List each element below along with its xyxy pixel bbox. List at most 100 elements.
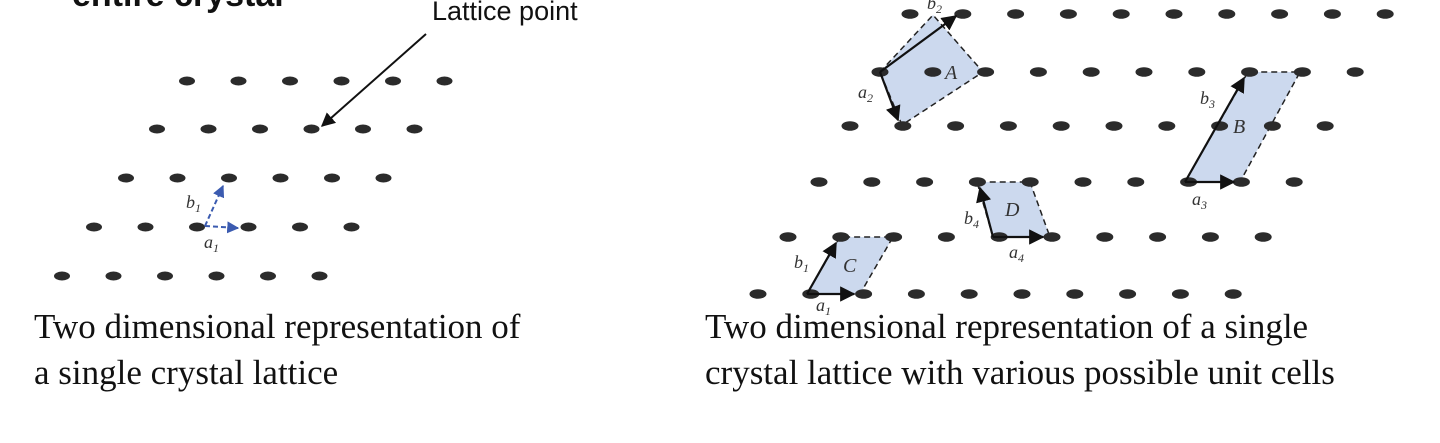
lattice-dot	[1165, 9, 1183, 19]
lattice-dot	[355, 124, 371, 134]
left-caption-line-1: Two dimensional representation of	[34, 307, 521, 346]
cell-c-vector-b	[806, 241, 837, 295]
lattice-dot	[894, 121, 912, 131]
lattice-dot	[885, 232, 903, 242]
lattice-dot	[1376, 9, 1394, 19]
cell-d-label: D	[1004, 199, 1020, 221]
lattice-dot	[54, 271, 70, 281]
lattice-dot	[1119, 289, 1137, 299]
lattice-dot	[179, 76, 195, 86]
lattice-dot	[749, 289, 767, 299]
lattice-dot	[200, 124, 217, 134]
vector-a1-label: a1	[204, 232, 219, 255]
lattice-dot	[1241, 67, 1259, 77]
right-lattice-dots	[749, 9, 1394, 299]
lattice-dot	[406, 124, 423, 134]
lattice-dot	[1201, 232, 1219, 242]
lattice-dot	[1346, 67, 1364, 77]
lattice-dot	[1224, 289, 1242, 299]
lattice-dot	[1171, 289, 1189, 299]
lattice-dot	[149, 124, 165, 134]
lattice-dot	[1112, 9, 1130, 19]
cell-a-vector-a	[878, 71, 901, 122]
cell-a-vec-a-label: a2	[858, 82, 873, 105]
lattice-dot	[86, 222, 102, 232]
lattice-dot	[1323, 9, 1341, 19]
lattice-dot	[916, 177, 934, 187]
lattice-dot	[907, 289, 925, 299]
lattice-dot	[260, 271, 276, 281]
right-lattice-panel: A B C D b2 a2 b3 a3 b1 a1 b4 a4	[749, 0, 1394, 318]
lattice-dot	[169, 173, 186, 183]
lattice-dot	[954, 9, 972, 19]
right-caption-line-1: Two dimensional representation of a sing…	[705, 307, 1309, 346]
lattice-dot	[968, 177, 986, 187]
cell-c-vec-a-label: a1	[816, 295, 831, 318]
lattice-dot	[385, 76, 401, 86]
lattice-dot	[324, 173, 340, 183]
cell-c-label: C	[843, 255, 857, 277]
lattice-dot	[960, 289, 978, 299]
lattice-dot	[157, 271, 173, 281]
lattice-dot	[1013, 289, 1031, 299]
cell-a-label: A	[943, 62, 958, 84]
lattice-dot	[303, 124, 320, 134]
cell-c-vec-b-label: b1	[794, 252, 809, 275]
lattice-dot	[118, 173, 134, 183]
cell-b-vec-a-label: a3	[1192, 189, 1207, 212]
lattice-dot	[901, 9, 919, 19]
lattice-dot	[810, 177, 828, 187]
lattice-dot	[292, 222, 308, 232]
lattice-dot	[855, 289, 873, 299]
lattice-dot	[208, 271, 225, 281]
lattice-dot	[311, 271, 328, 281]
callout-arrow	[320, 33, 427, 127]
lattice-dot	[252, 124, 268, 134]
cell-d-vector-b	[976, 186, 995, 238]
lattice-dot	[436, 76, 453, 86]
vector-b1-label: b1	[186, 192, 201, 215]
lattice-dot	[1127, 177, 1145, 187]
lattice-dot	[1082, 67, 1100, 77]
lattice-dot	[137, 222, 154, 232]
lattice-dot	[1232, 177, 1250, 187]
lattice-dot	[333, 76, 350, 86]
cell-a-vec-b-label: b2	[927, 0, 942, 16]
lattice-point-label: Lattice point	[432, 0, 578, 26]
vector-a1-arrow	[204, 221, 240, 234]
lattice-dot	[947, 121, 965, 131]
lattice-dot	[1316, 121, 1334, 131]
cell-a-vector-b	[879, 15, 958, 73]
lattice-dot	[1105, 121, 1123, 131]
lattice-dot	[240, 222, 257, 232]
lattice-dot	[1021, 177, 1039, 187]
left-caption-line-2: a single crystal lattice	[34, 353, 339, 392]
lattice-dot	[1149, 232, 1167, 242]
lattice-dot	[272, 173, 289, 183]
lattice-dot	[189, 222, 205, 232]
lattice-dot	[937, 232, 955, 242]
lattice-dot	[1158, 121, 1176, 131]
cell-b-vec-b-label: b3	[1200, 88, 1215, 111]
lattice-dot	[924, 67, 942, 77]
lattice-dot	[375, 173, 392, 183]
lattice-dot	[999, 121, 1017, 131]
lattice-dot	[105, 271, 122, 281]
lattice-dot	[1271, 9, 1289, 19]
lattice-dot	[863, 177, 881, 187]
lattice-dot	[1285, 177, 1303, 187]
lattice-dot	[221, 173, 237, 183]
lattice-dot	[343, 222, 360, 232]
lattice-dot	[1074, 177, 1092, 187]
lattice-dot	[1059, 9, 1077, 19]
right-caption-line-2: crystal lattice with various possible un…	[705, 353, 1335, 392]
lattice-dot	[1052, 121, 1070, 131]
lattice-dot	[1043, 232, 1061, 242]
lattice-dot	[1096, 232, 1114, 242]
lattice-dot	[1188, 67, 1206, 77]
lattice-dot	[1254, 232, 1272, 242]
lattice-dot	[832, 232, 850, 242]
cell-b-label: B	[1233, 116, 1245, 138]
